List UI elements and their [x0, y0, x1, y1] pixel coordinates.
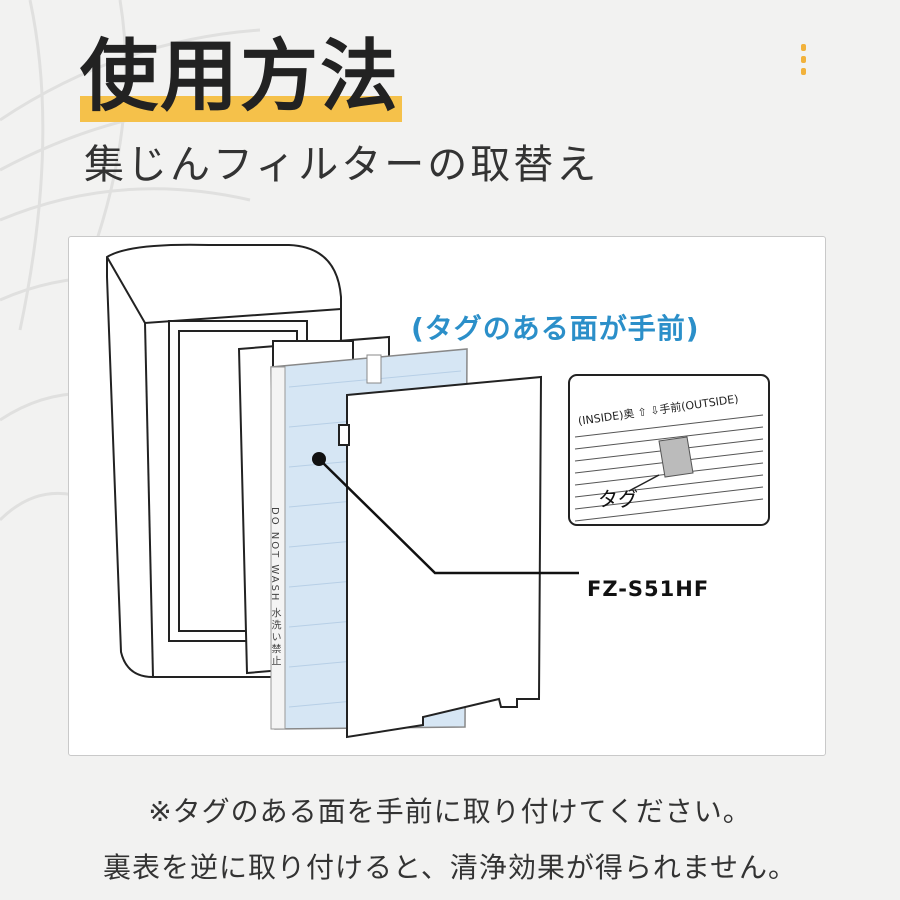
tag-inset-closeup [568, 374, 770, 526]
tag-side-heading: (タグのある面が手前) [411, 312, 700, 345]
model-number-label: FZ-S51HF [587, 577, 710, 601]
title-highlight [80, 96, 402, 122]
more-options-icon [798, 44, 810, 80]
footer-notes: ※タグのある面を手前に取り付けてください。 裏表を逆に取り付けると、清浄効果が得… [0, 784, 900, 896]
inset-tag-label: タグ [598, 487, 638, 511]
footer-note-line1: ※タグのある面を手前に取り付けてください。 [148, 795, 752, 828]
illustration-panel: (タグのある面が手前) FZ-S51HF (INSIDE)奥 ⇧ ⇩手前(OUT… [68, 236, 826, 756]
filter-replacement-diagram [106, 243, 770, 739]
back-cover-panel [338, 375, 543, 739]
page-title: 使用方法 [80, 32, 401, 122]
footer-note-line2: 裏表を逆に取り付けると、清浄効果が得られません。 [102, 851, 798, 884]
page-subtitle: 集じんフィルターの取替え [84, 142, 600, 188]
leader-line [318, 458, 579, 575]
filter-wash-warning: DO NOT WASH 水洗い禁止 [269, 507, 280, 668]
